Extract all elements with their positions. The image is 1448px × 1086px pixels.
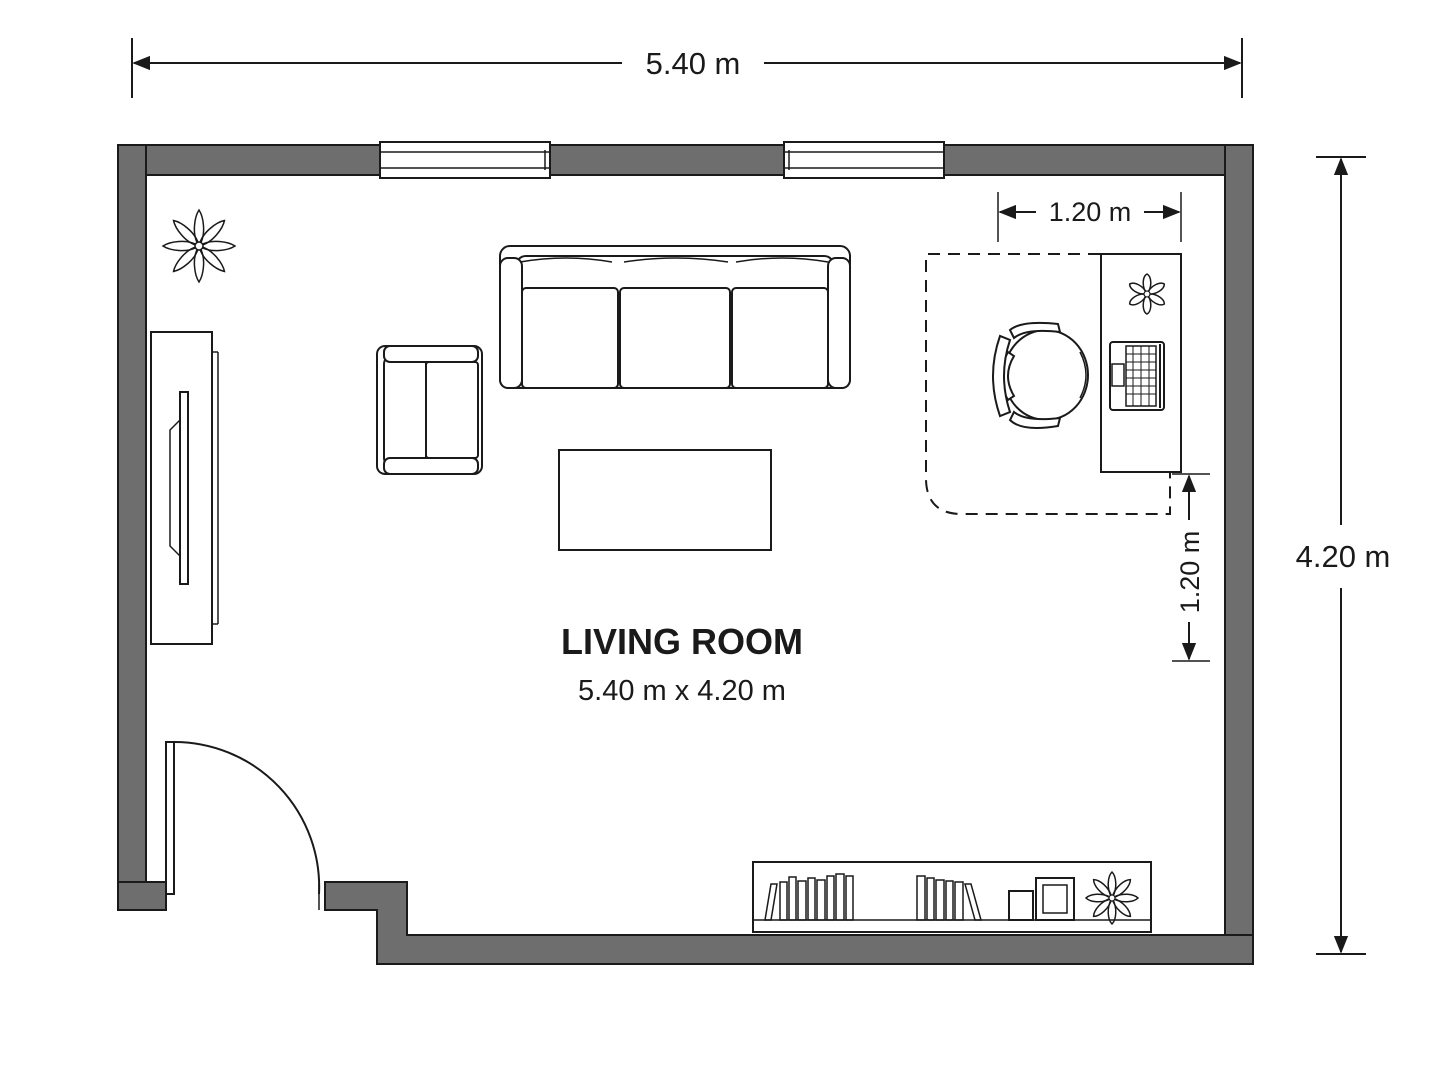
- desk-plant-icon: [1128, 273, 1166, 315]
- desk-zone-width-dimension: 1.20 m: [997, 192, 1182, 242]
- door: [165, 740, 326, 910]
- desk-zone-depth-dimension: 1.20 m: [1172, 473, 1210, 662]
- books-middle: [916, 875, 982, 921]
- coffee-table: [558, 449, 772, 551]
- tv-icon: [169, 391, 189, 585]
- bookshelf: [752, 861, 1152, 933]
- height-dimension-label: 4.20 m: [1296, 539, 1391, 574]
- armchair: [376, 345, 483, 475]
- room-name: LIVING ROOM: [561, 621, 803, 662]
- shelf-plant-icon: [1084, 870, 1140, 926]
- desk-zone-outline: [925, 253, 1171, 515]
- desk-zone-depth-label: 1.20 m: [1175, 531, 1205, 614]
- plant-icon: [161, 208, 237, 284]
- room-size: 5.40 m x 4.20 m: [578, 675, 786, 707]
- laptop-icon: [1109, 341, 1165, 411]
- width-dimension-label: 5.40 m: [646, 46, 741, 81]
- office-chair: [992, 321, 1089, 429]
- picture-frame-icon: [1008, 877, 1075, 921]
- height-dimension: 4.20 m: [1296, 156, 1391, 955]
- window-right: [783, 141, 945, 179]
- sofa: [499, 245, 851, 389]
- books-left: [764, 873, 854, 921]
- width-dimension: 5.40 m: [131, 38, 1243, 98]
- walls: [117, 144, 1254, 965]
- desk-zone-width-label: 1.20 m: [1049, 197, 1132, 227]
- window-left: [379, 141, 551, 179]
